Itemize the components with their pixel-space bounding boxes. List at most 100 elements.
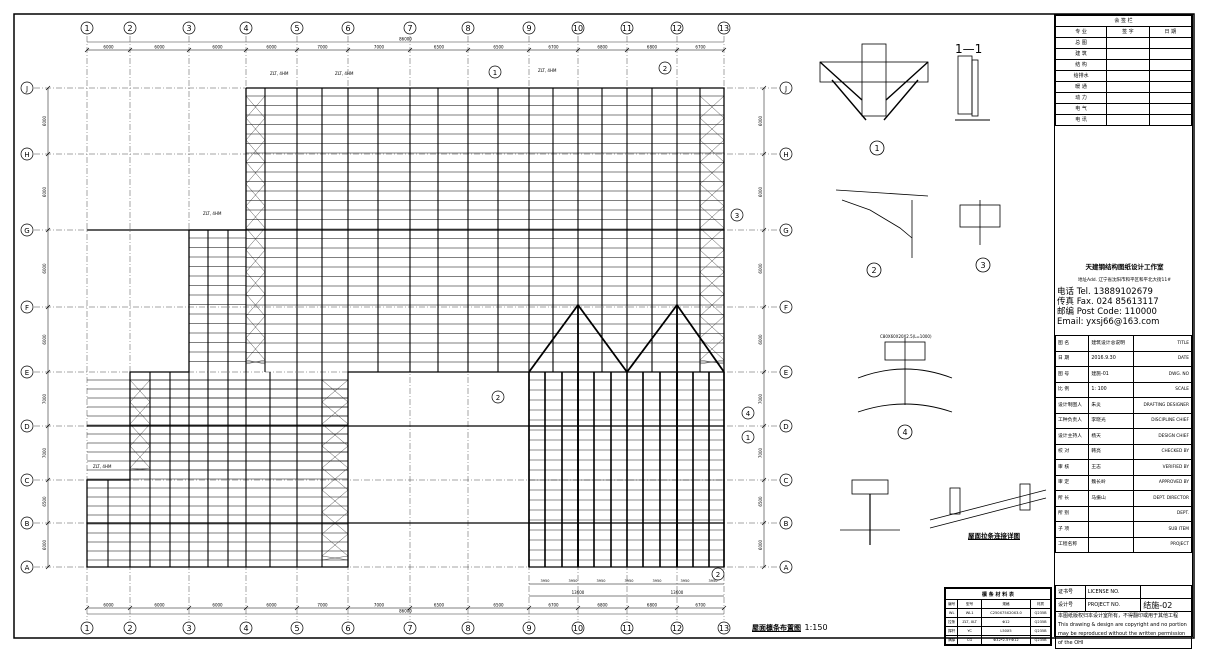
section-1-1-part — [957, 55, 973, 115]
info-value: 朱炎 — [1088, 397, 1134, 414]
dimension-tick — [761, 85, 767, 91]
grid-bubble-col — [717, 21, 731, 35]
grid-bubble-col — [717, 621, 731, 635]
grid-label-row: J — [25, 85, 28, 93]
grid-bubble-row — [20, 147, 34, 161]
rafter-tag: ZLT, 4HM — [335, 71, 354, 76]
tie-rod — [699, 271, 725, 295]
grid-bubble-row — [20, 300, 34, 314]
info-value: 建筑设计总说明 — [1088, 335, 1134, 352]
detail-1-beam — [819, 61, 929, 83]
dimension-tick — [575, 47, 581, 53]
grid-label-row: B — [25, 520, 30, 528]
tie-detail-title: 屋面拉条连接详图 — [968, 532, 1020, 540]
tie-rod — [699, 95, 725, 119]
grid-bubble-col — [182, 621, 196, 635]
dimension-tick — [45, 564, 51, 570]
dimension-tick — [345, 605, 351, 611]
detail-1-brace — [831, 79, 867, 121]
sub-dimension-text: 3950 — [625, 579, 634, 583]
material-cell: ZLT, XLT — [957, 617, 982, 627]
dimension-text-vertical: 6000 — [758, 334, 763, 345]
sign-header: 签 字 — [1106, 26, 1150, 38]
company-block: 天建钢结构图纸设计工作室 地址Add. 辽宁省沈阳市和平区和平北大街11# 电话… — [1055, 261, 1194, 327]
dimension-text: 7000 — [317, 45, 328, 50]
dimension-text: 6000 — [154, 45, 165, 50]
grid-label-row: G — [783, 227, 788, 235]
grid-bubble-col — [522, 21, 536, 35]
dimension-tick — [186, 47, 192, 53]
info-label: 子 项 — [1054, 521, 1090, 538]
detail-callout-circle — [741, 430, 755, 444]
roof-outline — [86, 87, 725, 568]
copyright-cn: 本图纸版权归本设计室所有，不得翻印或用于其他工程 — [1058, 613, 1179, 619]
info-label: 日 期 — [1054, 350, 1090, 367]
tie-rod — [129, 379, 151, 403]
dimension-overall: 86000 — [399, 37, 412, 42]
material-cell: 撑杆 — [944, 626, 959, 636]
dimension-tick — [721, 47, 727, 53]
grid-bubble-col — [571, 21, 585, 35]
grid-bubble-col — [522, 621, 536, 635]
grid-bubble-col — [620, 21, 634, 35]
detail-4-bubble — [897, 424, 913, 440]
sign-discipline: 动 力 — [1054, 92, 1108, 104]
dimension-text-vertical: 6000 — [758, 115, 763, 126]
tie-rod — [321, 467, 349, 491]
sub-dimension-total: 13600 — [572, 590, 585, 595]
detail-callout-circle — [730, 208, 744, 222]
detail-callout-number: 2 — [716, 571, 720, 579]
section-1-1-label: 1—1 — [955, 42, 983, 56]
tie-rod — [699, 337, 725, 361]
material-cell: Φ32*2.5+Φ12 — [980, 635, 1032, 645]
info-value — [1088, 521, 1134, 538]
dimension-text: 6800 — [647, 45, 658, 50]
grid-bubble-col — [80, 21, 94, 35]
sub-dimension-text: 3950 — [681, 579, 690, 583]
grid-label-col: 1 — [84, 24, 89, 33]
detail-callout-number: 1 — [746, 434, 750, 442]
info-value: 1: 100 — [1088, 381, 1134, 398]
grid-bubble-col — [239, 621, 253, 635]
grid-label-col: 13 — [719, 24, 729, 33]
grid-label-col: 8 — [465, 24, 470, 33]
dimension-text: 7000 — [317, 603, 328, 608]
grid-label-col: 5 — [294, 24, 299, 33]
dimension-tick — [465, 47, 471, 53]
company-post: 邮编 Post Code: 110000 — [1057, 307, 1157, 317]
grid-bubble-col — [123, 21, 137, 35]
dimension-tick — [45, 477, 51, 483]
dimension-text: 6000 — [212, 603, 223, 608]
grid-bubble-col — [670, 21, 684, 35]
info-label: 审 核 — [1054, 459, 1090, 476]
dimension-text: 6500 — [493, 45, 504, 50]
tie-rod — [699, 117, 725, 141]
grid-label-row: H — [783, 151, 788, 159]
grid-bubble-col — [620, 621, 634, 635]
dimension-text: 6800 — [597, 603, 608, 608]
material-cell: WL1 — [957, 608, 982, 618]
tie-rod — [245, 271, 266, 295]
grid-label-row: H — [24, 151, 29, 159]
dimension-tick — [465, 605, 471, 611]
material-header: 材质 — [1030, 599, 1051, 609]
dimension-text-vertical: 6000 — [42, 263, 47, 274]
info-value: 杨天 — [1088, 428, 1134, 445]
tie-rod — [699, 359, 725, 365]
info-en: APPROVED BY — [1132, 474, 1193, 491]
dimension-text-vertical: 6500 — [42, 496, 47, 507]
info-en: PROJECT — [1132, 536, 1193, 553]
material-cell: YC — [957, 626, 982, 636]
detail-4-note: C80X60X20X2.5(L=1000) — [880, 334, 932, 339]
grid-bubble-row — [20, 81, 34, 95]
dimension-overall: 86000 — [399, 609, 412, 614]
dimension-text-vertical: 7000 — [42, 393, 47, 404]
dimension-tick — [186, 605, 192, 611]
rafter-tag: ZLT, 4HM — [538, 68, 557, 73]
detail-4-label: 4 — [902, 428, 907, 437]
dimension-tick — [45, 304, 51, 310]
dimension-tick — [243, 605, 249, 611]
detail-callout-number: 3 — [735, 212, 739, 220]
dimension-tick — [761, 564, 767, 570]
